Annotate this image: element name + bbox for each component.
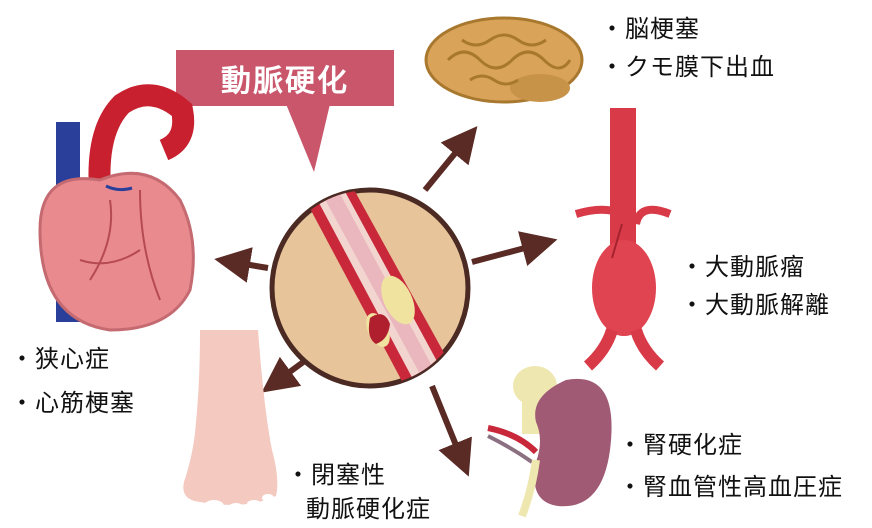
aorta-label-1: ・大動脈瘤 <box>680 252 805 282</box>
brain-label-1: ・脳梗塞 <box>600 14 700 44</box>
kidney-icon <box>488 366 612 516</box>
arrow-to-aorta <box>472 244 540 262</box>
heart-icon <box>40 95 193 330</box>
aorta-label-2: ・大動脈解離 <box>680 290 830 320</box>
foot-label-2: 動脈硬化症 <box>306 494 431 524</box>
foot-icon <box>183 330 277 513</box>
arrow-to-kidney <box>432 386 462 460</box>
artery-cross-section-icon <box>272 186 470 400</box>
heart-label-1: ・狭心症 <box>10 344 110 374</box>
diagram-title: 動脈硬化 <box>176 52 394 104</box>
brain-icon <box>426 18 582 102</box>
aorta-icon <box>576 108 670 366</box>
kidney-label-2: ・腎血管性高血圧症 <box>618 472 843 502</box>
kidney-label-1: ・腎硬化症 <box>618 430 743 460</box>
heart-label-2: ・心筋梗塞 <box>10 388 135 418</box>
arrow-to-brain <box>425 140 466 190</box>
arrow-to-foot <box>276 360 306 382</box>
foot-label-1: ・閉塞性 <box>286 460 386 490</box>
arrow-to-heart <box>232 262 268 268</box>
brain-label-2: ・クモ膜下出血 <box>600 52 775 82</box>
